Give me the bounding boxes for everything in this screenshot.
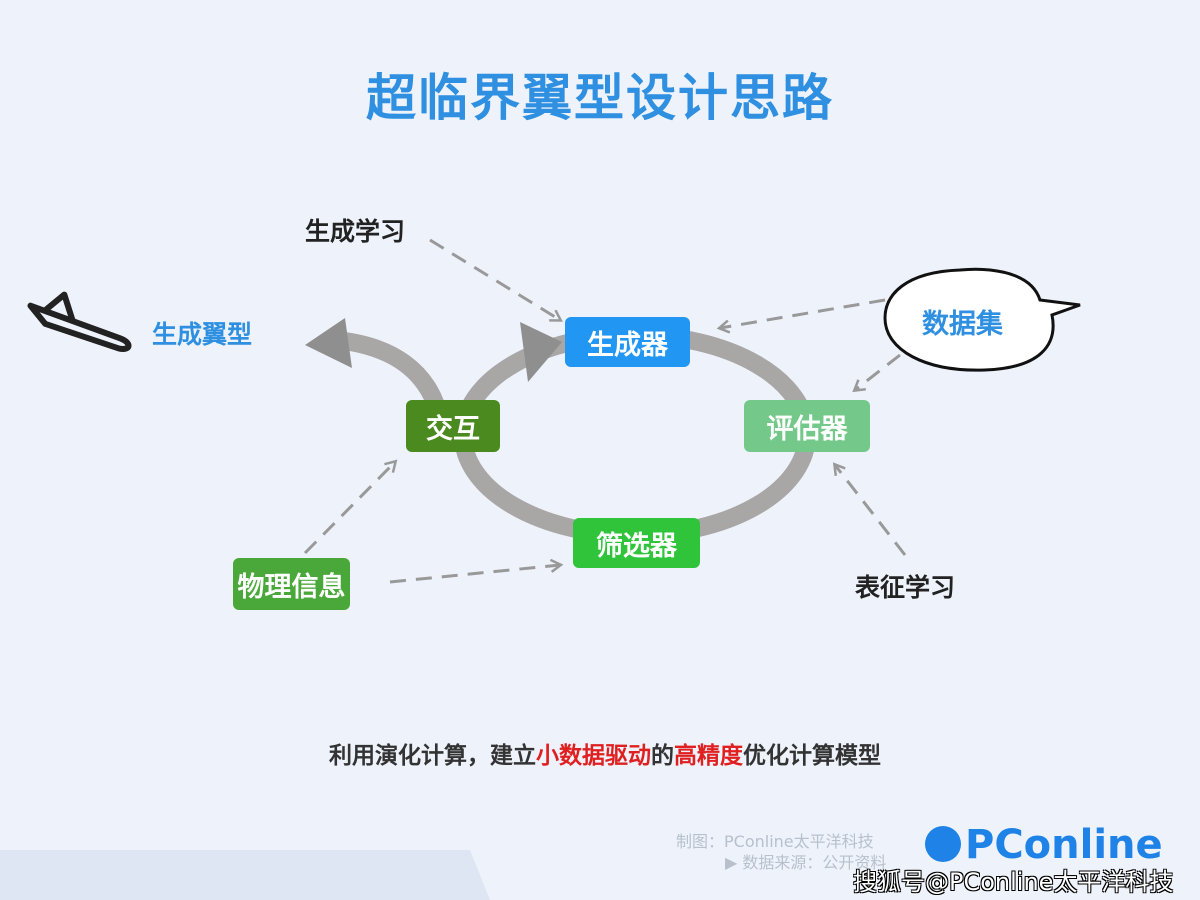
- credit-text: 制图：PConline太平洋科技: [676, 832, 874, 851]
- cycle-arrowhead: [520, 322, 562, 382]
- footer-band: [0, 850, 490, 900]
- logo-text: PConline: [965, 822, 1163, 868]
- caption-part3: 优化计算模型: [743, 743, 881, 769]
- arrow-learning-generator: [429, 238, 560, 320]
- pconline-logo: PConline: [925, 822, 1163, 868]
- arrow-physics-filter: [389, 565, 560, 584]
- caption-highlight2: 高精度: [674, 743, 743, 769]
- arrow-dataset-generator: [720, 298, 886, 328]
- caption-part2: 的: [651, 743, 674, 769]
- page-title: 超临界翼型设计思路: [366, 69, 834, 127]
- node-interaction: 交互: [406, 400, 500, 452]
- label-generative-learning: 生成学习: [305, 217, 406, 246]
- caption-part1: 利用演化计算，建立: [329, 743, 536, 769]
- arrow-physics-interaction: [303, 462, 395, 555]
- watermark-text: 搜狐号@PConline太平洋科技: [853, 868, 1174, 896]
- node-evaluator: 评估器: [744, 400, 870, 452]
- arrow-dataset-evaluator: [855, 353, 901, 390]
- node-filter: 筛选器: [573, 518, 700, 568]
- label-dataset: 数据集: [922, 309, 1003, 340]
- caption-highlight1: 小数据驱动: [536, 743, 651, 769]
- speech-bubble: [883, 267, 1081, 372]
- airplane-icon: [27, 291, 132, 352]
- arrow-repr-evaluator: [835, 465, 907, 556]
- label-representation-learning: 表征学习: [855, 573, 956, 602]
- source-text: ▶ 数据来源：公开资料: [725, 853, 887, 872]
- node-physics-info: 物理信息: [233, 558, 350, 610]
- label-generate-airfoil: 生成翼型: [152, 320, 253, 349]
- output-arrowhead: [305, 318, 352, 368]
- caption: 利用演化计算，建立小数据驱动的高精度优化计算模型: [0, 736, 1200, 770]
- node-generator: 生成器: [565, 317, 690, 367]
